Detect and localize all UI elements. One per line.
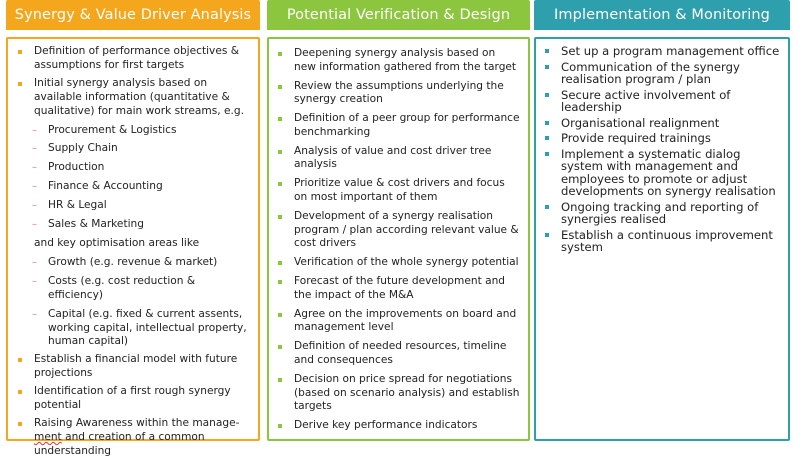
sub-list-item: –Production [32,161,105,174]
bullet-icon [545,152,549,157]
list-item-text: Decision on price spread for negotiation… [294,372,520,413]
dash-icon: – [32,181,37,193]
list-item: Analysis of value and cost driver tree a… [277,145,520,172]
bullet-icon [278,52,282,56]
dash-icon: – [32,256,37,268]
column-header: Implementation & Monitoring [534,0,790,30]
intro-text: and key optimisation areas like [34,236,200,249]
list-item-text: Analysis of value and cost driver tree a… [294,144,492,171]
list-item: Development of a synergy realisation pro… [277,210,520,251]
sub-list-item: –Finance & Accounting [32,180,163,193]
list-item: Decision on price spread for negotiation… [277,373,520,414]
bullet-icon [278,345,282,350]
list-item: Prioritize value & cost drivers and focu… [277,177,520,204]
column-body: Deepening synergy analysis based on new … [267,37,530,441]
list-item-text: Deepening synergy analysis based on new … [294,47,517,73]
list-item-text: Development of a synergy realisation pro… [294,209,519,250]
list-item-text: Definition of needed resources, timeline… [294,340,507,367]
bullet-icon [278,149,282,154]
sub-list-item: –Supply Chain [32,142,118,155]
list-item-text: Implement a systematic dialog system wit… [561,147,776,198]
bullet-icon [278,117,282,122]
bullet-icon [278,424,282,429]
list-item: Establish a financial model with future … [17,353,252,381]
bullet-icon [278,182,282,187]
dash-icon: – [32,124,37,136]
list-item-text: Secure active involvement of leadership [561,87,731,114]
bullet-icon [545,204,549,209]
list-item-text: Establish a continuous improvement syste… [561,227,773,254]
bullet-icon [278,377,282,382]
bullet-icon [278,280,282,285]
bullet-icon [18,81,22,86]
list-item: Identification of a first rough synergy … [17,385,252,413]
list-item: Derive key performance indicators [277,419,520,433]
list-item: Organisational realignment [544,117,782,129]
list-item-text: Definition of a peer group for performan… [294,112,520,138]
list-item: Provide required trainings [544,132,782,144]
bullet-icon [18,358,22,363]
list-item-text: Prioritize value & cost drivers and focu… [294,177,505,204]
list-item-text: Review the assumptions underlying the sy… [294,79,504,106]
list-item: Raising Awareness within the manage-ment… [17,417,252,459]
bullet-icon [18,390,22,395]
bullet-icon [278,261,282,266]
bullet-icon [545,49,549,53]
list-item-text: Ongoing tracking and reporting of synerg… [561,199,759,226]
list-item: Set up a program management office [544,45,782,57]
list-item-text: Communication of the synergy realisation… [561,59,740,86]
list-item: Definition of performance objectives & a… [17,45,252,73]
list-item: Initial synergy analysis based on availa… [17,77,252,119]
list-item-text: Forecast of the future development and t… [294,275,506,301]
list-item: Ongoing tracking and reporting of synerg… [544,199,782,226]
column-header: Potential Verification & Design [267,0,530,30]
list-item: Secure active involvement of leadership [544,87,782,114]
list-item: Forecast of the future development and t… [277,275,520,302]
dash-icon: – [32,219,37,231]
dash-icon: – [32,143,37,155]
bullet-icon [545,120,549,125]
column-body: Definition of performance objectives & a… [6,37,260,457]
sub-list-item: –Procurement & Logistics [32,123,177,136]
bullet-icon [545,232,549,237]
sub-list-item: –Sales & Marketing [32,218,144,231]
column-potential-verification: Potential Verification & Design Deepenin… [267,0,530,441]
list-item: Communication of the synergy realisation… [544,59,782,86]
sub-list-item: –Growth (e.g. revenue & market) [32,255,218,268]
list-item-text: Agree on the improvements on board and m… [294,307,517,334]
bullet-icon [545,136,549,141]
sub-list-item: –Costs (e.g. cost reduction & efficiency… [32,274,196,301]
list-item-text: Provide required trainings [561,131,711,146]
list-item: Agree on the improvements on board and m… [277,308,520,335]
bullet-icon [545,64,549,69]
bullet-icon [278,214,282,219]
sub-list-item: –HR & Legal [32,199,107,212]
dash-icon: – [32,200,37,212]
dash-icon: – [32,162,37,174]
list-item: Definition of a peer group for performan… [277,112,520,139]
sub-list-item: –Capital (e.g. fixed & current assents, … [32,307,247,348]
list-item: Deepening synergy analysis based on new … [277,47,520,74]
dash-icon: – [32,308,37,320]
list-item-text: Set up a program management office [561,44,780,58]
list-item: Implement a systematic dialog system wit… [544,148,782,197]
list-item: Definition of needed resources, timeline… [277,340,520,367]
bullet-icon [278,312,282,317]
bullet-icon [545,92,549,97]
list-item: Review the assumptions underlying the sy… [277,80,520,107]
column-implementation-monitoring: Implementation & Monitoring Set up a pro… [534,0,790,441]
bullet-icon [18,50,22,54]
list-item: Verification of the whole synergy potent… [277,256,520,270]
bullet-icon [278,84,282,89]
list-item-text: Derive key performance indicators [294,419,478,432]
column-header: Synergy & Value Driver Analysis [6,0,260,30]
bullet-icon [18,421,22,426]
list-item-text: Organisational realignment [561,115,720,130]
dash-icon: – [32,275,37,287]
list-item-text: Verification of the whole synergy potent… [294,256,519,269]
list-item: Establish a continuous improvement syste… [544,227,782,254]
column-synergy-analysis: Synergy & Value Driver Analysis Definiti… [6,0,260,457]
